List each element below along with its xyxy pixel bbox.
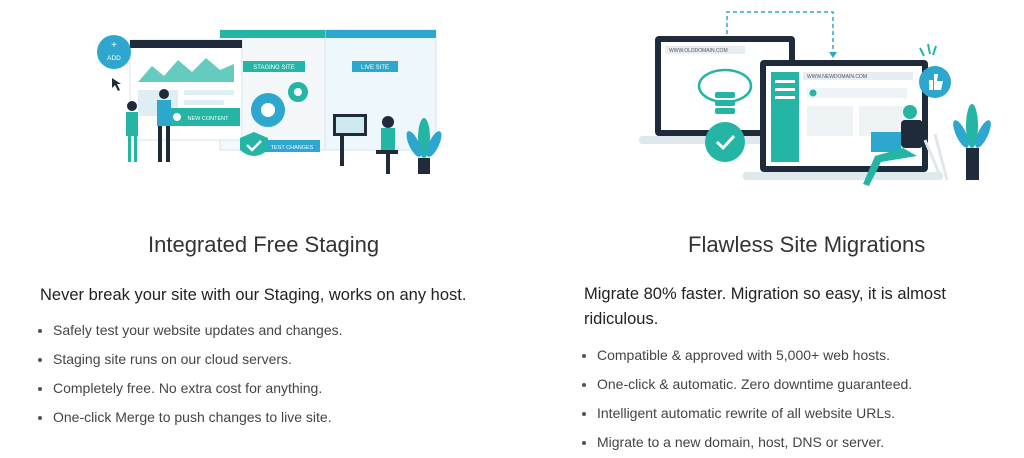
shield-check-icon (705, 122, 745, 162)
person-at-desk (333, 114, 398, 174)
migrations-title: Flawless Site Migrations (688, 232, 926, 257)
svg-text:+: + (111, 40, 117, 51)
list-item: Completely free. No extra cost for anyth… (37, 374, 343, 403)
list-item: Intelligent automatic rewrite of all web… (581, 399, 912, 428)
new-domain-label: WWW.NEWDOMAIN.COM (807, 74, 867, 80)
plant-icon (406, 118, 442, 174)
cursor-icon (112, 78, 121, 91)
new-content-banner (170, 108, 240, 126)
shield-check-icon (240, 132, 268, 156)
list-item: Migrate to a new domain, host, DNS or se… (581, 428, 912, 457)
migrations-subtitle: Migrate 80% faster. Migration so easy, i… (584, 285, 946, 328)
staging-site-label: STAGING SITE (253, 65, 295, 71)
live-site-label: LIVE SITE (361, 65, 389, 71)
staging-subtitle: Never break your site with our Staging, … (40, 286, 467, 304)
migrations-illustration: WWW.OLDDOMAIN.COM WWW.NEWDOMAIN.COM (639, 11, 991, 186)
plant-icon (953, 104, 991, 180)
staging-illustration: LIVE SITE STAGING SITE NEW CONTENT TEST … (97, 29, 442, 174)
list-item: Staging site runs on our cloud servers. (37, 345, 343, 374)
old-domain-label: WWW.OLDDOMAIN.COM (669, 48, 728, 54)
add-bubble-icon (97, 35, 131, 69)
test-changes-label: TEST CHANGES (271, 145, 314, 151)
person-woman (126, 101, 138, 162)
thumbs-up-icon (919, 66, 951, 98)
list-item: One-click Merge to push changes to live … (37, 403, 343, 432)
staging-title: Integrated Free Staging (148, 232, 380, 257)
cloud-database-icon (697, 68, 753, 114)
new-content-label: NEW CONTENT (188, 116, 230, 122)
migration-arrow (726, 11, 834, 54)
staging-bullet-list: Safely test your website updates and cha… (37, 316, 343, 432)
list-item: Compatible & approved with 5,000+ web ho… (581, 341, 912, 370)
list-item: One-click & automatic. Zero downtime gua… (581, 370, 912, 399)
person-man (157, 89, 171, 162)
list-item: Safely test your website updates and cha… (37, 316, 343, 345)
test-changes-banner (258, 140, 320, 152)
add-label: ADD (107, 55, 121, 62)
migrations-bullet-list: Compatible & approved with 5,000+ web ho… (581, 341, 912, 457)
person-with-laptop (863, 105, 949, 186)
